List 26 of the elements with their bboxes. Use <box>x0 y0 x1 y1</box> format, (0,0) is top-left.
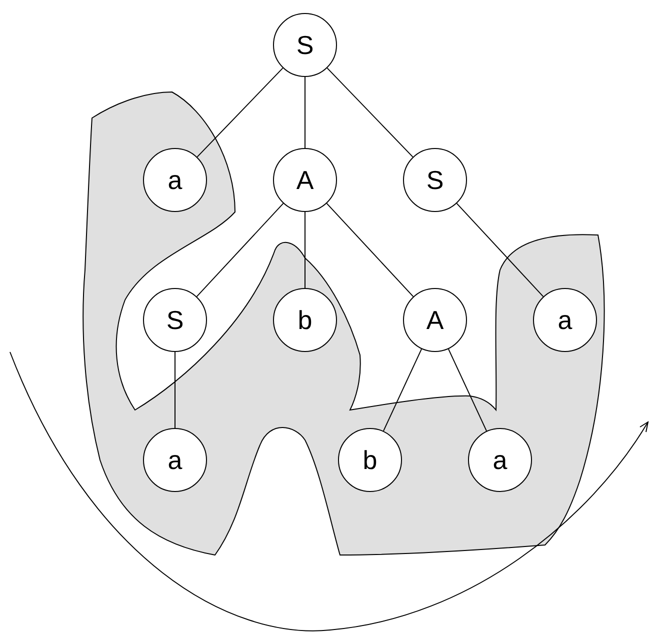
tree-node <box>273 13 337 77</box>
tree-node <box>403 288 467 352</box>
node-symbol: b <box>298 307 312 333</box>
node-symbol: A <box>426 307 444 333</box>
tree-node <box>403 148 467 212</box>
tree-edge <box>196 68 284 158</box>
tree-edge <box>304 76 306 148</box>
node-symbol: b <box>362 447 378 473</box>
tree-node <box>273 148 337 212</box>
node-symbol: S <box>166 307 184 333</box>
tree-edge <box>304 212 306 288</box>
node-symbol: A <box>296 167 314 193</box>
tree-edge <box>196 202 284 298</box>
tree-edge <box>174 352 176 428</box>
tree-edge <box>326 68 414 158</box>
node-symbol: a <box>492 447 508 473</box>
tree-edge <box>456 202 544 298</box>
node-symbol: S <box>426 167 444 193</box>
tree-edge <box>448 348 488 432</box>
node-symbol: a <box>558 307 572 333</box>
node-symbol: S <box>296 32 314 58</box>
tree-node <box>143 288 207 352</box>
tree-edge <box>382 348 422 432</box>
node-symbol: a <box>168 447 182 473</box>
node-symbol: a <box>168 167 182 193</box>
tree-edge <box>326 202 414 298</box>
